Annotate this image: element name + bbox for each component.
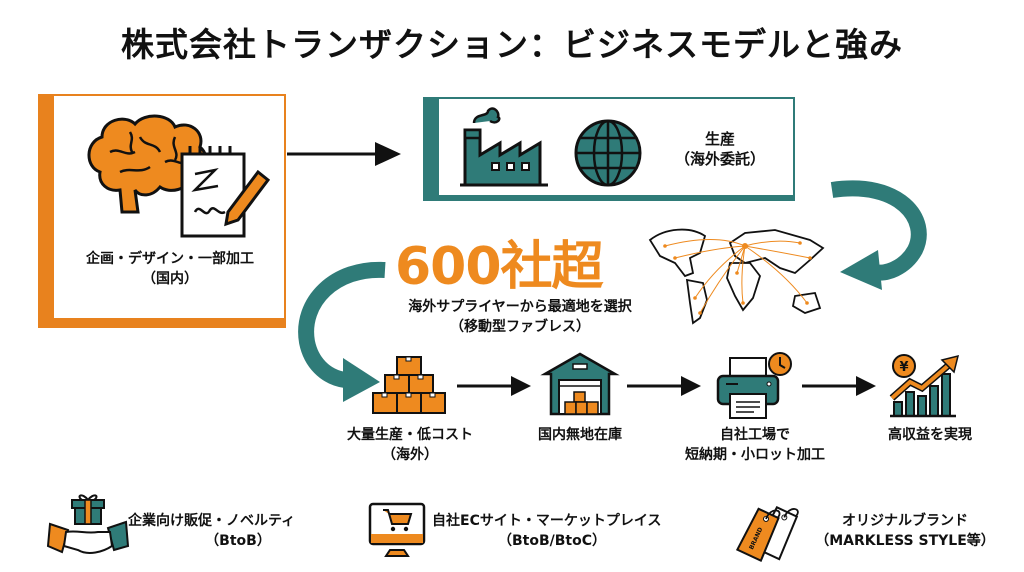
- growth-chart-icon: ¥: [889, 354, 960, 418]
- flow-label-1a: 大量生産・低コスト: [347, 427, 473, 443]
- channel-label-3a: オリジナルブランド: [842, 513, 968, 529]
- flow-arrow-3: [802, 376, 876, 396]
- planning-label-1: 企画・デザイン・一部加工: [86, 251, 254, 267]
- warehouse-icon: [540, 352, 620, 416]
- flow-arrow-right: [287, 142, 401, 166]
- channel-label-2a: 自社ECサイト・マーケットプレイス: [432, 513, 662, 529]
- production-label-2: （海外委託）: [674, 150, 765, 168]
- brain-icon: [87, 114, 271, 238]
- channel-label-1a: 企業向け販促・ノベルティ: [128, 513, 296, 529]
- channel-label-1b: （BtoB）: [205, 533, 271, 549]
- supplier-label-1: 海外サプライヤーから最適地を選択: [408, 299, 632, 315]
- flow-label-1b: （海外）: [382, 447, 438, 463]
- globe-icon: [574, 119, 642, 187]
- channel-label-2b: （BtoB/BtoC）: [497, 533, 607, 549]
- flow-label-3b: 短納期・小ロット加工: [685, 447, 825, 463]
- page-title: 株式会社トランザクション：ビジネスモデルと強み: [121, 25, 903, 64]
- production-label-1: 生産: [704, 130, 735, 148]
- flow-arrow-1: [457, 376, 531, 396]
- supplier-count: 600社超: [395, 237, 604, 297]
- flow-label-2: 国内無地在庫: [538, 427, 622, 443]
- boxes-icon: [372, 356, 446, 414]
- curved-arrow-down-left: [830, 180, 927, 290]
- flow-label-4: 高収益を実現: [888, 427, 972, 443]
- planning-label-2: （国内）: [142, 271, 198, 287]
- ec-monitor-cart-icon: [368, 502, 426, 557]
- flow-label-3a: 自社工場で: [720, 427, 790, 443]
- flow-arrow-2: [627, 376, 701, 396]
- factory-icon: [460, 107, 548, 187]
- world-map-icon: [648, 228, 825, 325]
- printer-clock-icon: [716, 352, 792, 419]
- yen-symbol: ¥: [899, 360, 908, 375]
- curved-arrow-down-right: [298, 261, 386, 402]
- handshake-gift-icon: [46, 494, 130, 554]
- brand-tags-icon: BRAND: [735, 506, 799, 562]
- channel-label-3b: （MARKLESS STYLE等）: [815, 533, 995, 549]
- supplier-label-2: （移動型ファブレス）: [450, 319, 590, 335]
